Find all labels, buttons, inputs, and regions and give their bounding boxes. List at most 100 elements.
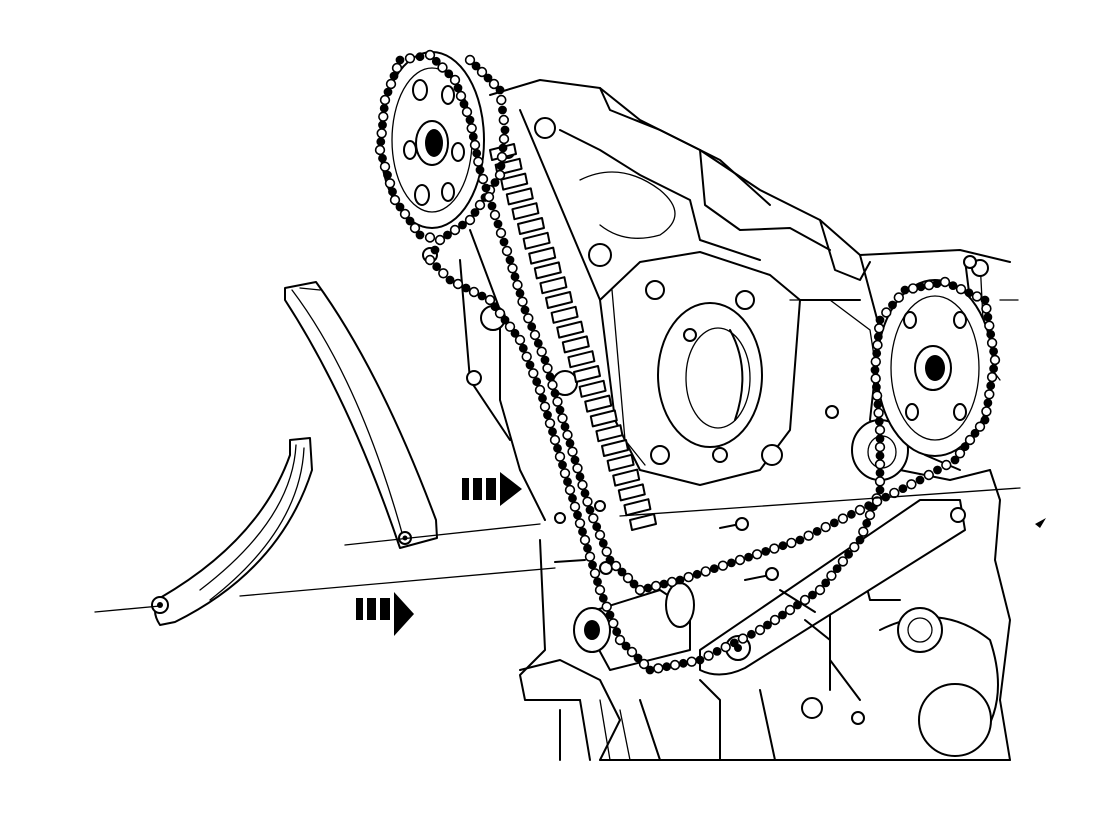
chain-link [769, 614, 781, 626]
chain-link [695, 655, 705, 665]
chain-link [784, 604, 796, 616]
chain-link [594, 529, 606, 541]
chain-link [525, 360, 535, 370]
chain-link [474, 199, 486, 211]
chain-link [391, 62, 403, 74]
chain-link [564, 484, 576, 496]
chain-link [498, 143, 508, 153]
chain-link [559, 468, 571, 479]
chain-link [437, 62, 448, 73]
chain-link [415, 52, 425, 62]
chain-link [477, 291, 487, 301]
chain-link [855, 535, 865, 545]
chain-link [598, 538, 608, 548]
chain-link [874, 416, 884, 426]
chain-link [444, 69, 454, 79]
chain-link [873, 407, 884, 419]
guide-slat [517, 217, 545, 235]
chain-link [552, 396, 563, 407]
direction-arrow-icon [462, 472, 522, 506]
chain-link [826, 570, 837, 581]
chain-link [974, 421, 986, 432]
chain-link [950, 455, 960, 465]
chain-link [793, 600, 802, 610]
chain-link [621, 641, 631, 651]
chain-link [761, 547, 771, 556]
chain-link [430, 245, 440, 255]
chain-link [864, 501, 873, 511]
chain-link [409, 222, 421, 234]
chain-link [376, 137, 386, 147]
chain-link [538, 393, 547, 403]
chain-link [709, 564, 719, 573]
chain-link [560, 422, 570, 432]
chain-link [487, 201, 497, 211]
chain-link [550, 388, 560, 398]
chain-link [464, 214, 476, 226]
chain-link [727, 558, 736, 568]
chain-link [532, 377, 542, 387]
chain-link [650, 580, 662, 592]
chain-link [558, 460, 567, 470]
chain-link [633, 653, 643, 663]
chain-link [582, 496, 593, 507]
chain-link [986, 381, 996, 391]
chain-link [634, 584, 646, 596]
chain-link [795, 535, 805, 545]
chain-link [588, 560, 597, 570]
chain-link [986, 329, 996, 339]
guide-slat [589, 409, 618, 428]
chain-link [458, 220, 467, 230]
chain-link [799, 594, 811, 606]
chain-link [443, 230, 452, 240]
chain-link [500, 125, 510, 135]
chain-link [873, 332, 883, 342]
chain-link [540, 355, 550, 365]
chain-link [666, 576, 678, 588]
chain-link [598, 593, 608, 603]
chain-link [870, 373, 881, 384]
chain-link [812, 527, 822, 536]
chain-link [601, 601, 612, 612]
chain-link [645, 665, 655, 675]
chain-link [986, 371, 998, 383]
fixed-chain-guide [489, 143, 657, 531]
chain-link [754, 624, 766, 636]
chain-link [986, 337, 998, 349]
chain-link [383, 170, 392, 180]
chain-link [510, 328, 520, 338]
chain-link [517, 296, 528, 307]
chain-link [875, 434, 885, 443]
chain-link [874, 459, 886, 470]
guide-slat [556, 320, 585, 339]
chain-link [605, 610, 615, 620]
chain-link [472, 148, 482, 158]
chain-link [493, 219, 503, 229]
chain-link [385, 78, 397, 90]
chain-link [638, 658, 650, 670]
chain-link [424, 254, 436, 266]
chain-link [907, 283, 919, 294]
chain-link [399, 208, 411, 220]
chain-link [534, 384, 546, 396]
chain-link [424, 232, 436, 243]
chain-link [984, 389, 995, 400]
chain-link [622, 572, 634, 584]
chain-link [468, 132, 478, 142]
chain-link [584, 551, 596, 562]
chain-link [404, 53, 416, 64]
chain-link [900, 285, 910, 295]
chain-link [557, 413, 568, 424]
chain-link [378, 120, 387, 130]
chain-link [496, 161, 506, 171]
chain-link [712, 647, 722, 656]
chain-link [565, 438, 575, 448]
chain-link [808, 590, 817, 600]
chain-link [820, 521, 831, 533]
chain-link [939, 276, 951, 288]
guide-slat [617, 483, 646, 502]
chain-link [849, 541, 860, 553]
chain-link [847, 509, 856, 519]
chain-link [653, 663, 664, 674]
